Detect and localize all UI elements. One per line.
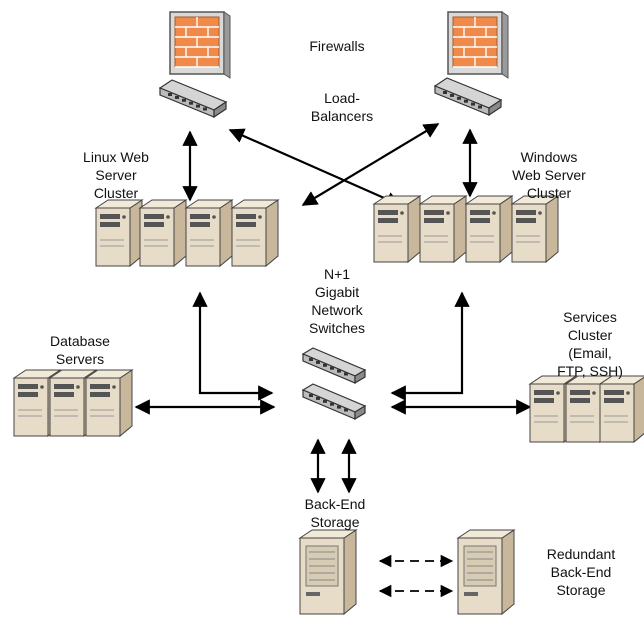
- redundant-storage-label: Redundant Back-End Storage: [546, 546, 616, 598]
- windows-server-1: [372, 195, 422, 264]
- backend-storage-label: Back-End Storage: [304, 496, 366, 530]
- linux-server-2: [138, 199, 188, 268]
- backend-storage: [298, 529, 358, 616]
- lb-cross-arrow-1: [228, 128, 402, 207]
- load-balancers-label: Load- Balancers: [310, 90, 374, 124]
- linux-server-1: [94, 199, 144, 268]
- lb-cross-arrow-2: [301, 123, 440, 206]
- linux-cluster-label: Linux Web Server Cluster: [83, 149, 149, 201]
- redundant-storage: [456, 529, 516, 616]
- network-switch-1: [301, 347, 367, 385]
- load-balancer-right: [433, 77, 503, 117]
- firewalls-label: Firewalls: [309, 38, 365, 54]
- firewall-right: [447, 11, 509, 79]
- windows-server-3: [464, 195, 514, 264]
- services-cluster-label: Services Cluster (Email, FTP, SSH): [557, 309, 623, 379]
- windows-switch-arrow: [390, 291, 470, 401]
- firewall-left: [169, 11, 231, 79]
- switches-label: N+1 Gigabit Network Switches: [308, 266, 366, 336]
- connectors: [134, 123, 532, 598]
- linux-server-3: [184, 199, 234, 268]
- linux-switch-arrow: [192, 291, 274, 401]
- services-server-3: [598, 375, 644, 444]
- devices: [12, 11, 644, 616]
- windows-cluster-label: Windows Web Server Cluster: [512, 149, 586, 201]
- linux-server-4: [230, 199, 280, 268]
- windows-server-2: [418, 195, 468, 264]
- windows-server-4: [510, 195, 560, 264]
- load-balancer-left: [158, 79, 228, 119]
- network-switch-2: [301, 383, 367, 421]
- database-servers-label: Database Servers: [50, 333, 110, 367]
- database-server-2: [48, 369, 98, 438]
- database-server-3: [84, 369, 134, 438]
